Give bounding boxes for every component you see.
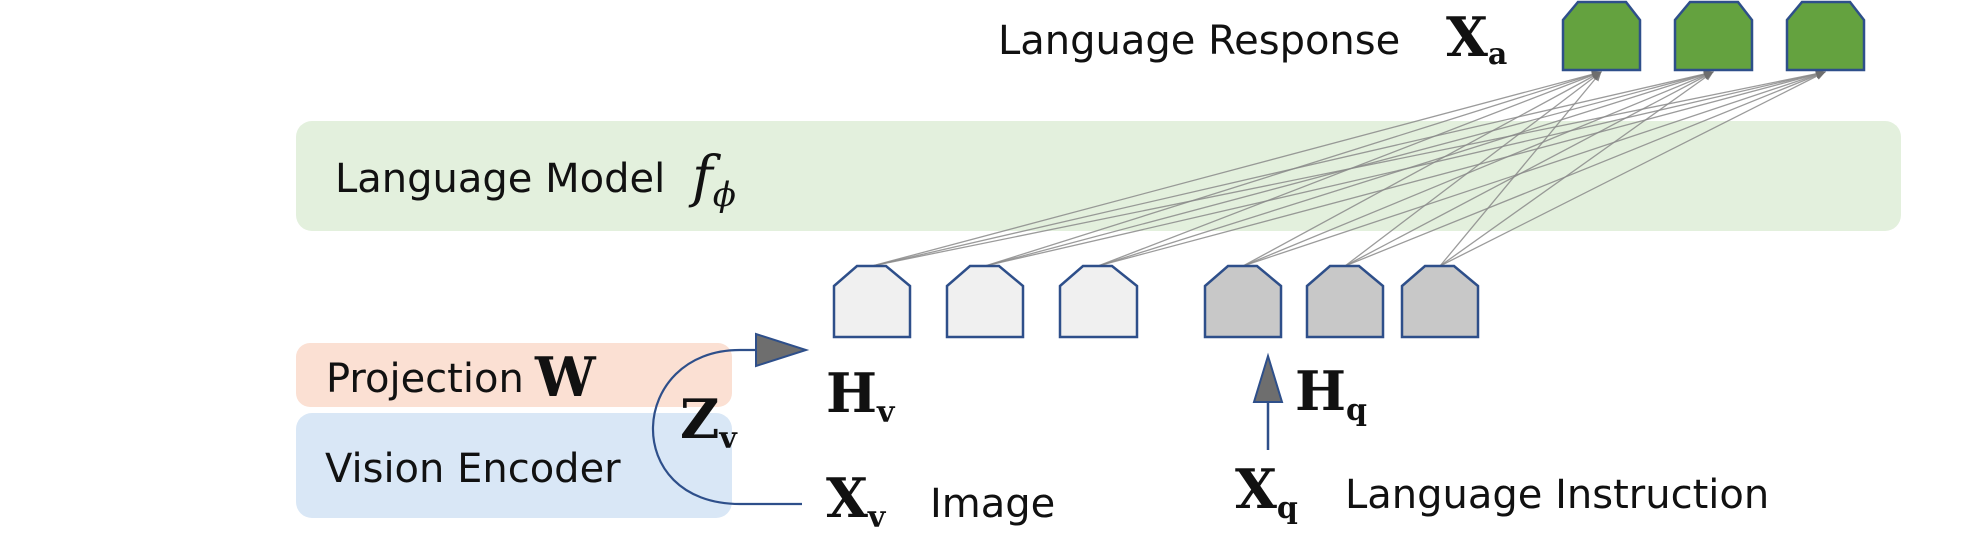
projection-label: Projection [326, 356, 524, 402]
image-input-symbol: Xv [826, 466, 887, 535]
token-connection-line [1242, 71, 1602, 267]
visual-token-row [832, 264, 1139, 339]
response-token [1785, 0, 1866, 72]
instruction-token [1400, 264, 1480, 339]
vision-encoder-block [296, 413, 732, 518]
projection-block [296, 343, 732, 407]
instruction-token [1305, 264, 1385, 339]
token-connection-line [984, 70, 1602, 267]
instruction-input-symbol: Xq [1235, 457, 1298, 526]
instruction-tokens-symbol: Hq [1295, 359, 1367, 428]
token-connection-line [1344, 71, 1714, 267]
projection-arrow-head [755, 332, 810, 368]
visual-tokens-symbol: Hv [826, 361, 896, 430]
token-connections [871, 69, 1826, 267]
token-connection-line [1439, 71, 1602, 267]
token-connection-line [1344, 71, 1826, 267]
token-connection-line [1439, 71, 1714, 267]
projection-symbol: W [534, 345, 597, 409]
vision-feature-symbol: Zv [680, 387, 738, 456]
instruction-token-row [1203, 264, 1480, 339]
instruction-token [1203, 264, 1283, 339]
token-connection-line [1097, 70, 1714, 267]
visual-token [945, 264, 1025, 339]
token-connection-line [1242, 71, 1714, 267]
response-token [1673, 0, 1754, 72]
token-connection-line [1242, 71, 1826, 267]
token-connection-line [1097, 71, 1602, 267]
image-input-label: Image [930, 481, 1055, 527]
token-connection-line [1439, 71, 1826, 267]
language-response-label: Language Response [998, 18, 1400, 64]
token-connection-line [1097, 70, 1826, 267]
token-connection-line [871, 70, 1602, 267]
instruction-input-label: Language Instruction [1345, 472, 1769, 518]
instruction-arrow-head [1252, 352, 1284, 403]
token-connection-line [1344, 71, 1602, 267]
visual-token [832, 264, 912, 339]
vision-encoder-label: Vision Encoder [325, 446, 621, 492]
vision-pathway-curve [651, 348, 802, 506]
response-token-row [1561, 0, 1866, 72]
response-token [1561, 0, 1642, 72]
language-model-label: Language Model [335, 156, 665, 202]
response-symbol: Xa [1446, 5, 1507, 72]
visual-token [1058, 264, 1139, 339]
